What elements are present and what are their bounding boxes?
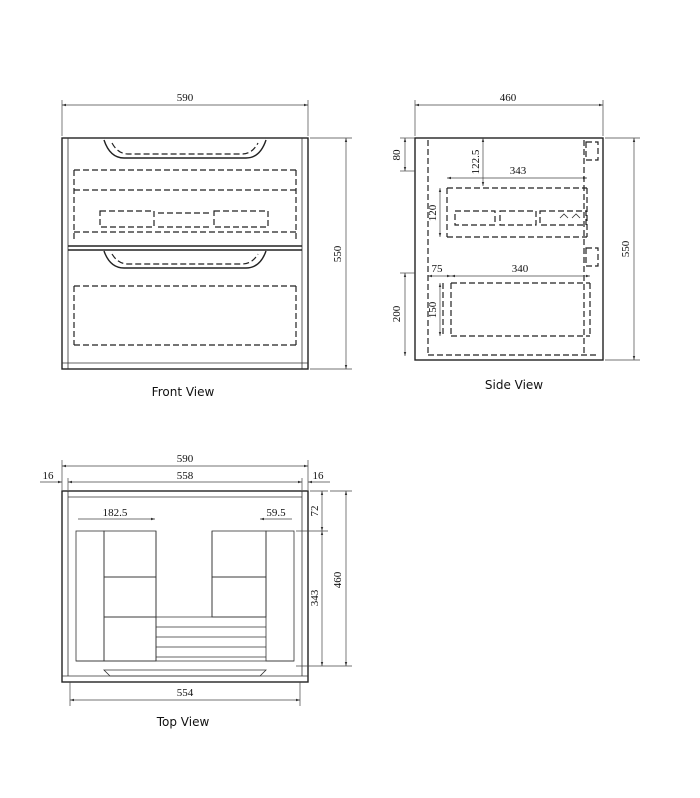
top-left-side-label: 16 (43, 470, 55, 482)
side-lower-height-label: 150 (427, 301, 439, 318)
side-cabinet-outline (414, 137, 604, 361)
top-bottom-width-label: 554 (177, 687, 194, 699)
side-view-caption: Side View (485, 378, 543, 392)
side-top-gap-label: 80 (391, 149, 403, 161)
top-back-gap-label: 72 (309, 506, 321, 517)
top-overall-depth-label: 460 (332, 571, 344, 588)
front-height-label: 550 (332, 245, 344, 262)
side-lower-offset-label: 75 (432, 263, 444, 275)
front-view: 590 550 Front View (61, 92, 352, 399)
top-view: 590 558 16 16 182.5 59.5 (40, 453, 352, 729)
upper-handle-cutout (103, 139, 267, 159)
top-drawer-depth-label: 343 (309, 589, 321, 606)
side-height-label: 550 (620, 240, 632, 257)
front-cabinet-outline (61, 137, 309, 370)
side-upper-height-label: 120 (427, 204, 439, 221)
top-inner-width-label: 558 (177, 470, 194, 482)
top-right-offset-label: 59.5 (266, 507, 286, 519)
side-lower-zone-label: 200 (391, 305, 403, 322)
front-view-caption: Front View (152, 385, 215, 399)
top-cabinet-outline (61, 490, 309, 683)
front-width-label: 590 (177, 92, 194, 104)
side-view: 460 550 80 122.5 343 12 (391, 92, 640, 392)
side-handle-offset-label: 122.5 (470, 149, 482, 174)
top-right-side-label: 16 (313, 470, 325, 482)
side-upper-depth-label: 343 (510, 165, 527, 177)
lower-handle-cutout (103, 250, 267, 269)
top-view-caption: Top View (156, 715, 210, 729)
side-depth-label: 460 (500, 92, 517, 104)
side-lower-depth-label: 340 (512, 263, 529, 275)
top-left-offset-label: 182.5 (103, 507, 128, 519)
top-overall-width-label: 590 (177, 453, 194, 465)
